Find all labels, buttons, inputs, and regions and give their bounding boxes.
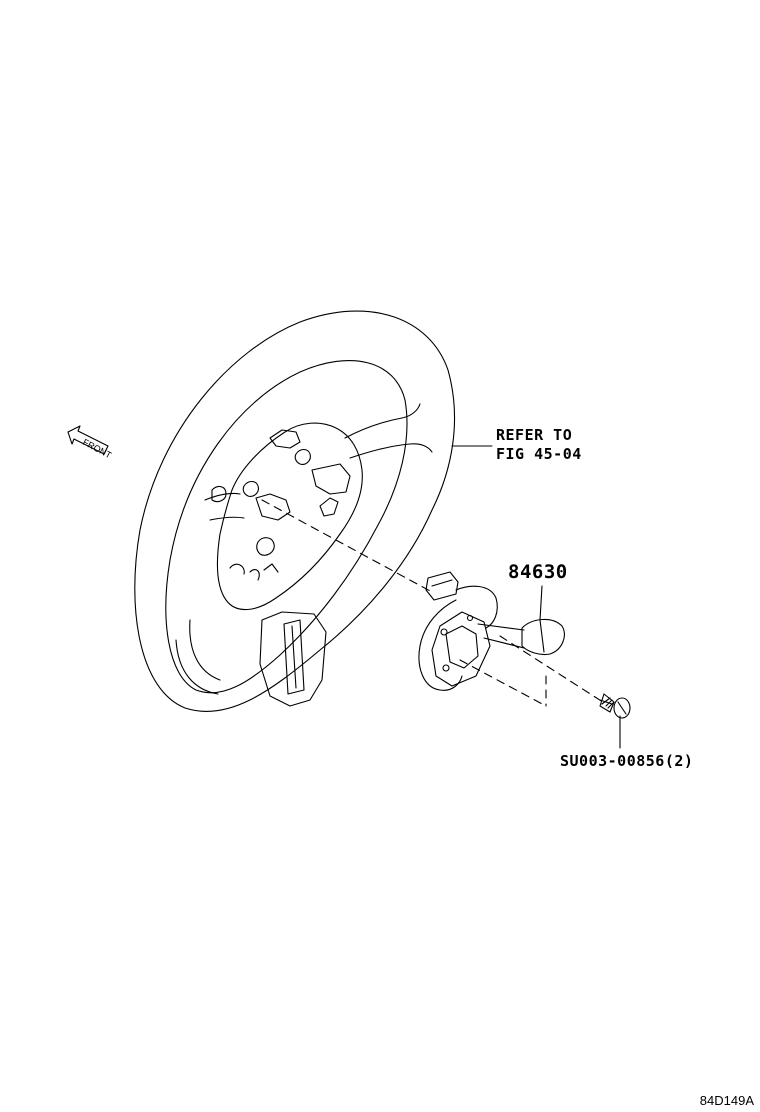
screw-su003-00856 <box>599 693 631 719</box>
refer-to-line1: REFER TO <box>496 426 573 444</box>
part-number-su003: SU003-00856(2) <box>560 752 694 770</box>
switch-leader-line <box>539 585 543 621</box>
refer-to-line2: FIG 45-04 <box>496 445 582 463</box>
refer-to-callout: REFER TO FIG 45-04 <box>496 426 582 464</box>
steering-wheel <box>134 310 456 713</box>
mounting-guide-lines <box>261 499 607 707</box>
drawing-code: 84D149A <box>699 1093 754 1108</box>
switch-assembly-84630 <box>418 571 565 691</box>
part-number-84630: 84630 <box>508 561 568 583</box>
front-arrow-icon: FRONT <box>67 425 114 461</box>
